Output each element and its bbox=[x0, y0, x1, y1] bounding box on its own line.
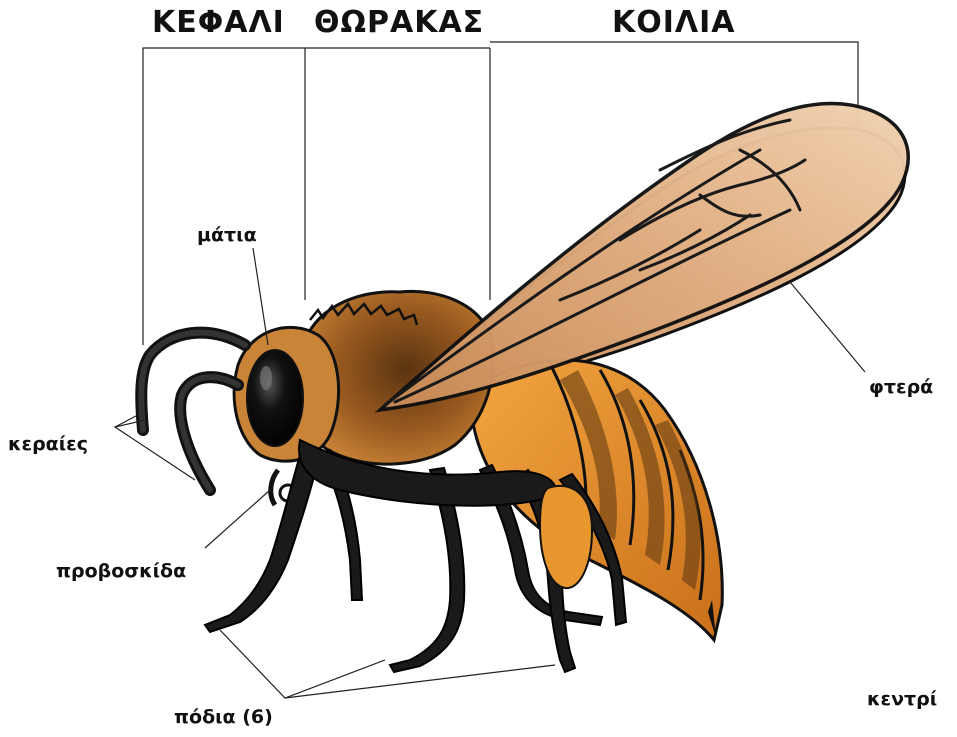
compound-eye bbox=[247, 350, 303, 446]
wings-leader bbox=[790, 282, 865, 372]
proboscis-leader bbox=[205, 490, 270, 548]
part-label-sting: κεντρί bbox=[867, 690, 937, 709]
antennae-leader-2 bbox=[115, 415, 138, 427]
section-label-head: ΚΕΦΑΛΙ bbox=[152, 8, 285, 38]
head-bracket bbox=[143, 48, 305, 345]
section-label-abdomen: ΚΟΙΛΙΑ bbox=[612, 8, 736, 38]
part-label-eyes: μάτια bbox=[197, 226, 257, 245]
eyes-leader bbox=[253, 248, 268, 345]
pollen-basket bbox=[540, 486, 592, 588]
part-label-proboscis: προβοσκίδα bbox=[56, 562, 186, 581]
legs-leader-1 bbox=[220, 630, 385, 698]
section-label-thorax: ΘΩΡΑΚΑΣ bbox=[314, 8, 484, 38]
part-label-legs: πόδια (6) bbox=[174, 708, 273, 727]
legs-leader-2 bbox=[285, 665, 555, 698]
part-label-antennae: κεραίες bbox=[8, 435, 88, 454]
antennae bbox=[141, 333, 245, 490]
part-label-wings: φτερά bbox=[869, 378, 933, 397]
